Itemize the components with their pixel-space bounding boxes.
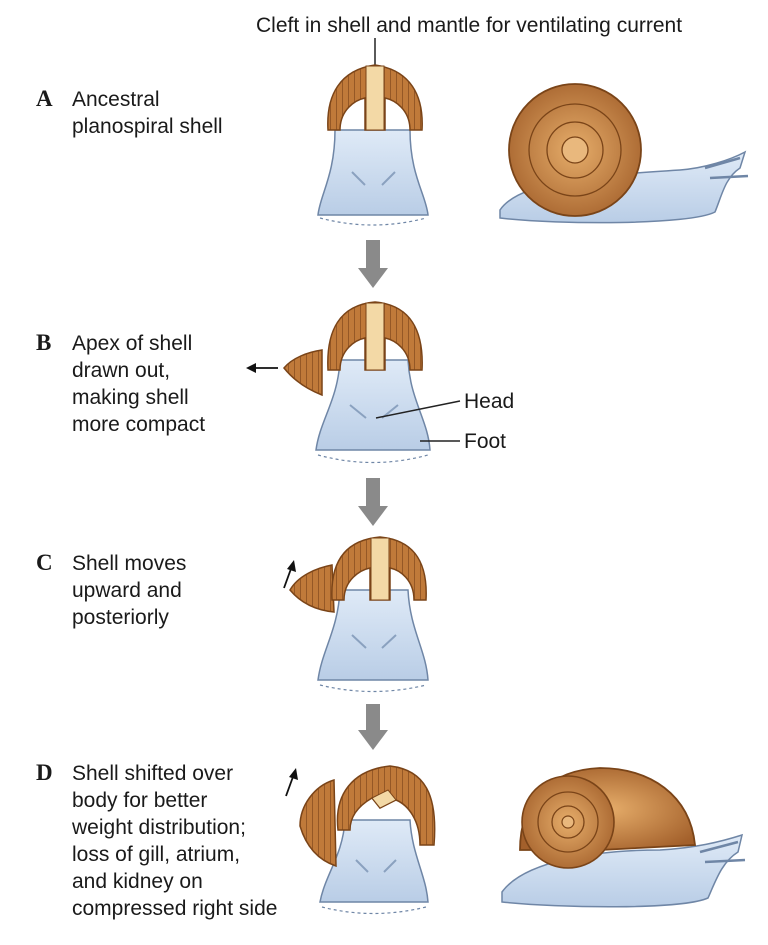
step-c-line: Shell moves (72, 552, 187, 575)
step-a-letter: A (36, 86, 53, 111)
step-a-line: Ancestral (72, 88, 160, 111)
step-d-line: compressed right side (72, 897, 278, 920)
head-label: Head (464, 390, 515, 413)
arrow-left-icon (246, 363, 278, 373)
step-c-line: upward and (72, 579, 182, 602)
step-d-line: and kidney on (72, 870, 203, 893)
snail-d-body (319, 819, 429, 903)
snail-b-body (315, 359, 431, 451)
flow-arrow-down-icon (358, 240, 388, 288)
step-b-line: drawn out, (72, 359, 171, 382)
step-b-letter: B (36, 330, 52, 355)
snail-a-body (317, 129, 429, 216)
step-b-line: more compact (72, 413, 206, 436)
snail-b-front (283, 301, 431, 464)
step-b-line: making shell (72, 386, 189, 409)
step-b-description: Apex of shell drawn out, making shell mo… (72, 330, 205, 438)
head-leader-line (375, 400, 461, 419)
step-d-description: Shell shifted over body for better weigh… (72, 760, 277, 922)
snail-a-side-tentacles (704, 156, 749, 180)
step-d-line: weight distribution; (72, 816, 246, 839)
step-b-line: Apex of shell (72, 332, 193, 355)
step-c-letter: C (36, 550, 53, 575)
arrow-up-right-icon (285, 768, 298, 797)
snail-c-front (289, 536, 429, 693)
snail-d-apex (299, 778, 337, 868)
cleft-label: Cleft in shell and mantle for ventilatin… (256, 14, 683, 37)
step-d-line: loss of gill, atrium, (72, 843, 241, 866)
snail-a-side (499, 83, 749, 224)
snail-d-side (501, 767, 746, 908)
snail-b-apex (283, 349, 323, 397)
step-c-line: posteriorly (72, 606, 169, 629)
snail-a-foot-edge (319, 217, 427, 226)
snail-d-front (299, 765, 436, 915)
snail-d-shell (336, 765, 436, 846)
step-d-letter: D (36, 760, 53, 785)
foot-label: Foot (464, 430, 507, 453)
step-c-description: Shell moves upward and posteriorly (72, 550, 186, 631)
snail-a-front (317, 64, 429, 226)
flow-arrow-down-icon (358, 478, 388, 526)
step-a-description: Ancestral planospiral shell (72, 86, 223, 140)
snail-c-body (317, 589, 429, 681)
step-a-line: planospiral shell (72, 115, 223, 138)
flow-arrow-down-icon (358, 704, 388, 750)
arrow-up-right-icon (283, 560, 296, 589)
step-d-line: Shell shifted over (72, 762, 234, 785)
snail-a-cleft (365, 65, 385, 131)
snail-c-apex (289, 564, 335, 613)
snail-a-tentacles (351, 171, 396, 186)
step-d-line: body for better (72, 789, 208, 812)
